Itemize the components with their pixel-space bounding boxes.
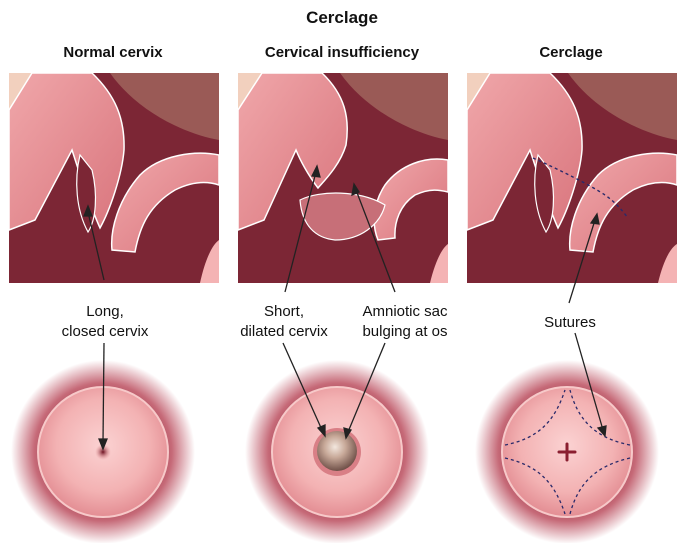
heading-cerclage: Cerclage xyxy=(539,44,603,61)
bulging-sac xyxy=(299,192,386,241)
heading-cervical-insufficiency: Cervical insufficiency xyxy=(264,44,420,61)
amniotic-sac xyxy=(317,431,357,471)
label-amniotic-sac: Amniotic sac bulging at os xyxy=(362,303,448,340)
heading-normal-cervix: Normal cervix xyxy=(63,44,163,61)
suture-line xyxy=(532,157,629,219)
figure-title: Cerclage xyxy=(306,8,378,27)
label-long-closed-cervix: Long, closed cervix xyxy=(61,303,149,340)
fetal-head xyxy=(340,73,448,140)
sutures-disc xyxy=(504,389,631,515)
panel-normal-cervix xyxy=(8,72,220,283)
disc-normal xyxy=(11,360,195,543)
leader-lines xyxy=(83,164,607,451)
disc-insufficiency xyxy=(245,360,429,543)
panel-cervical-insufficiency xyxy=(237,72,449,283)
panel-cerclage xyxy=(466,72,678,283)
fetal-head xyxy=(568,73,677,140)
closed-os xyxy=(95,444,111,460)
fetal-head xyxy=(110,73,219,140)
label-short-dilated-cervix: Short, dilated cervix xyxy=(240,303,328,340)
disc-cerclage xyxy=(475,360,659,543)
label-sutures: Sutures xyxy=(544,314,596,331)
